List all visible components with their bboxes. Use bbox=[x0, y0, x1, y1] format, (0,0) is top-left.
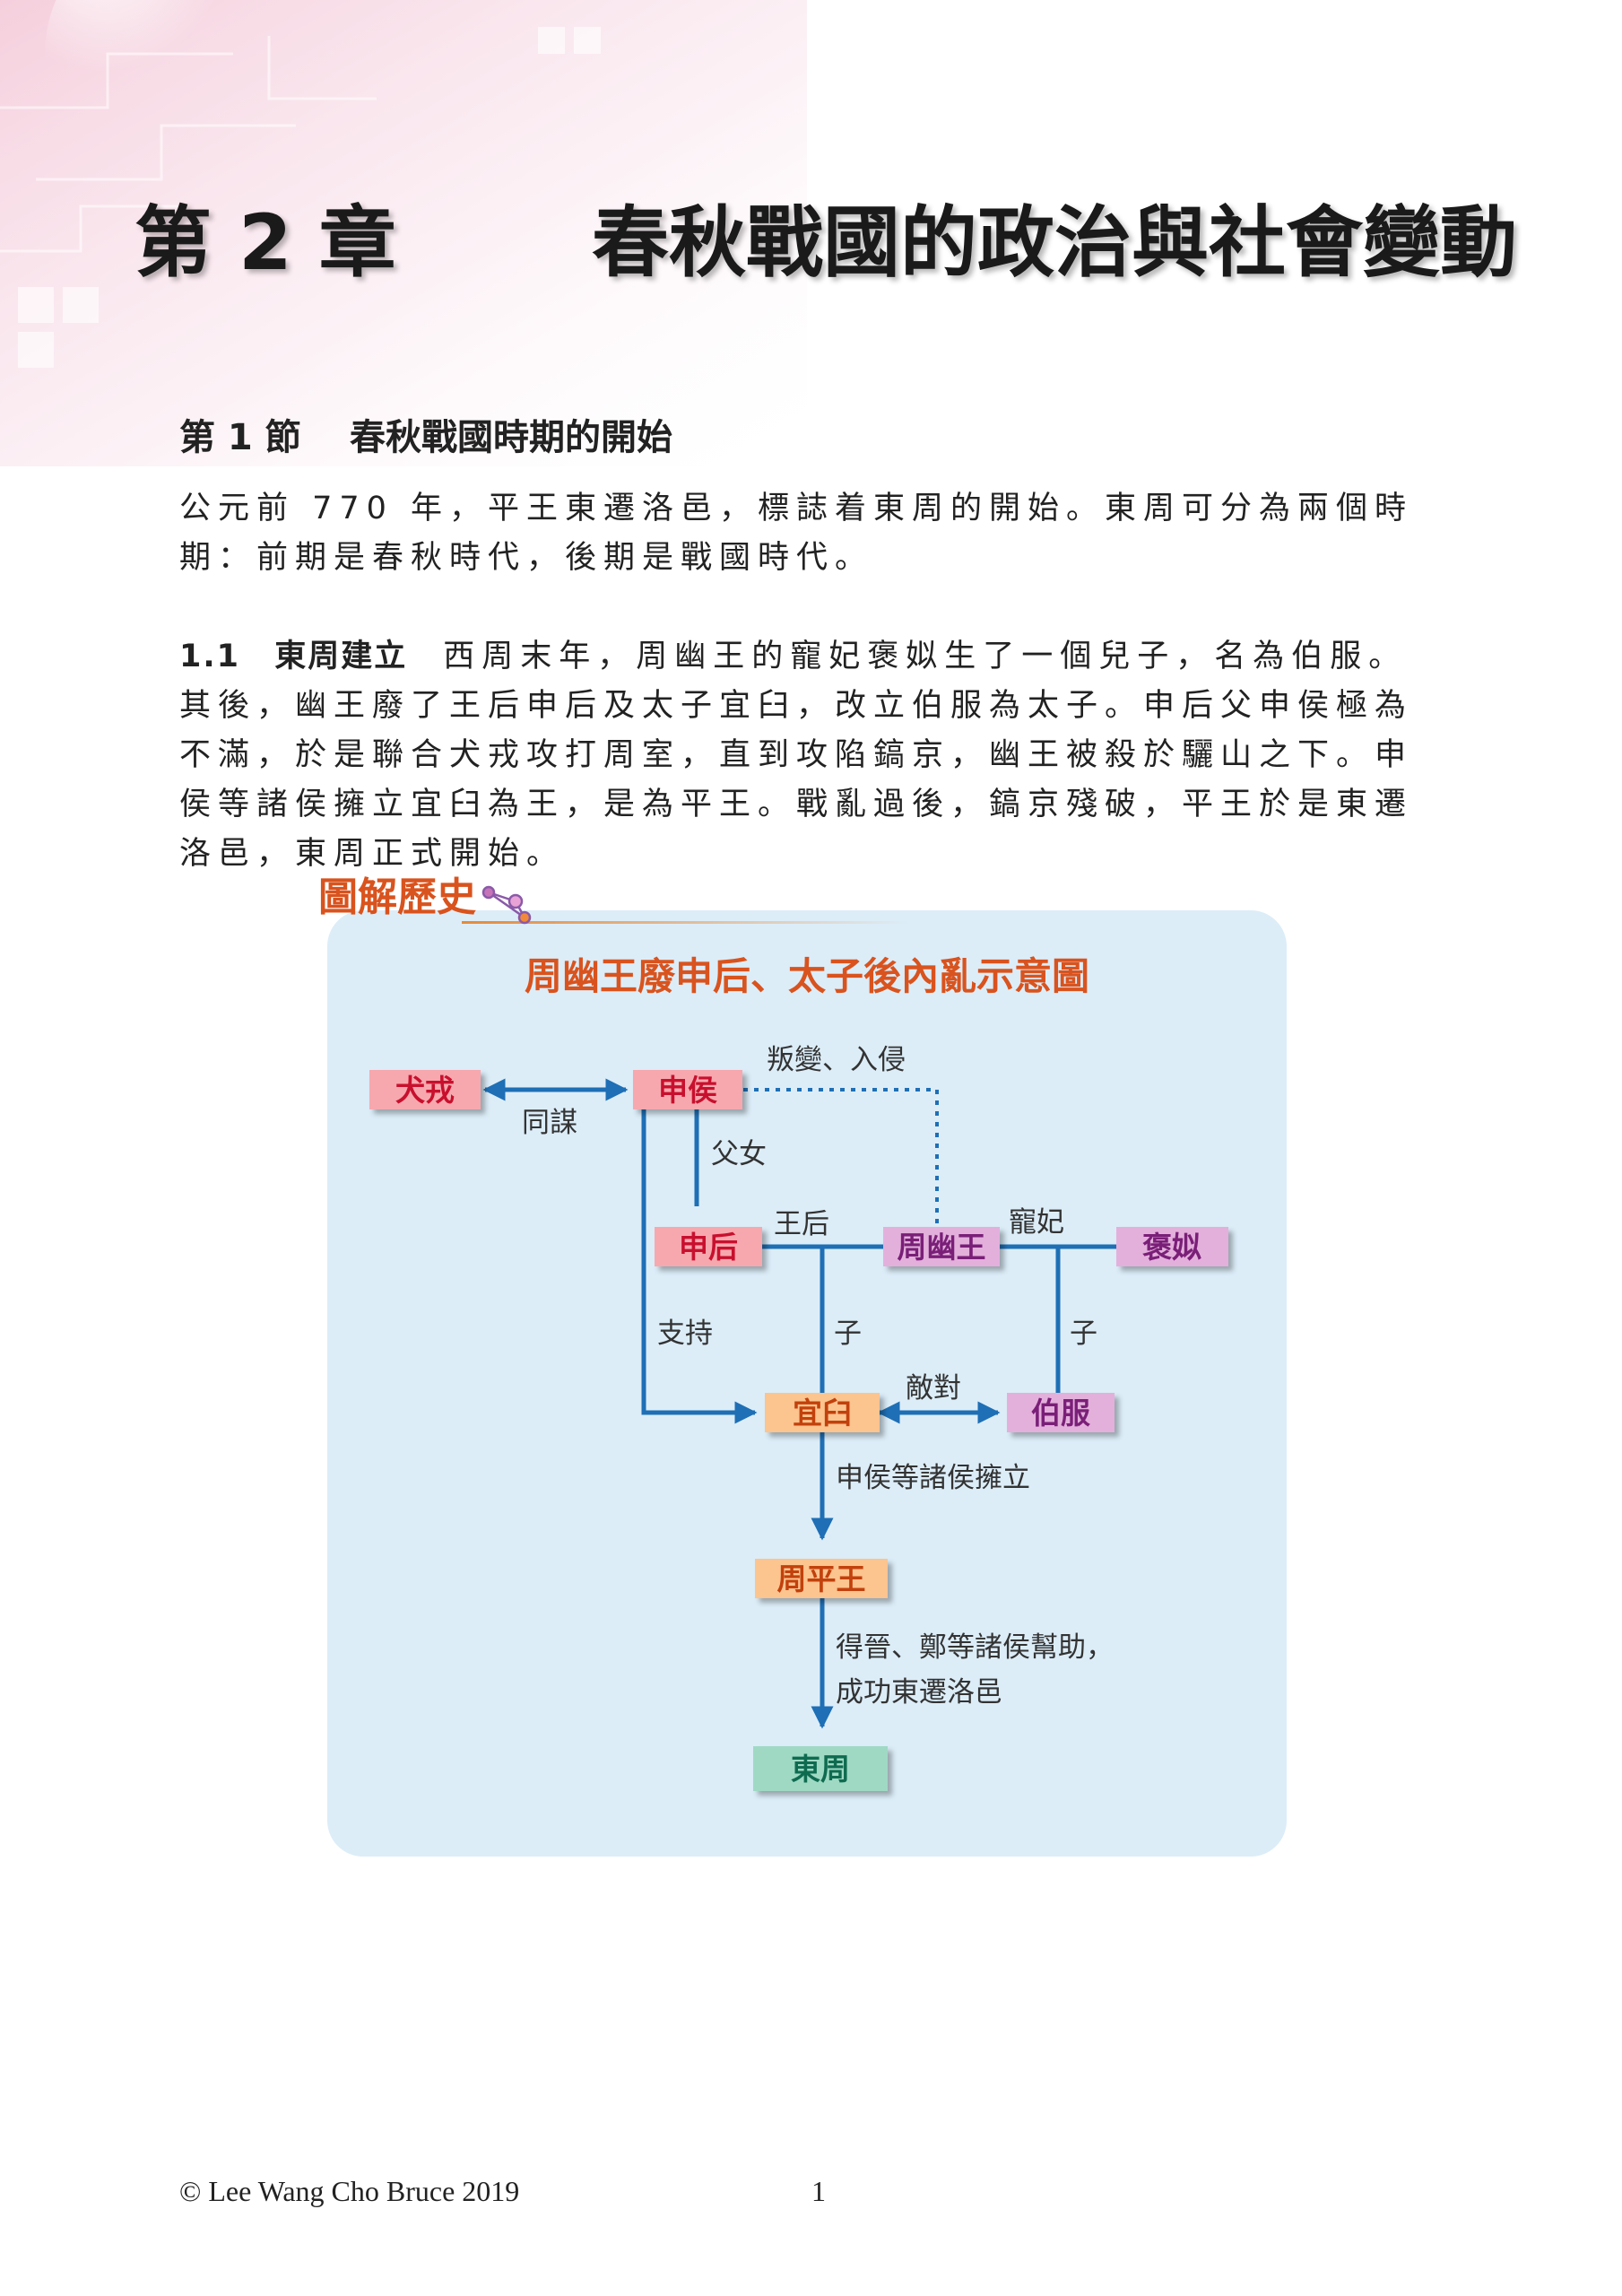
diagram-panel bbox=[327, 910, 1287, 1857]
section-number: 第 1 節 bbox=[179, 417, 301, 458]
label-enthrone: 申侯等諸侯擁立 bbox=[836, 1462, 1030, 1494]
node-dongzhou bbox=[753, 1746, 888, 1791]
support-arrow bbox=[641, 1109, 758, 1424]
node-quanrong-label: 犬戎 bbox=[395, 1073, 455, 1108]
intro-paragraph: 公元前 770 年，平王東遷洛邑，標誌着東周的開始。東周可分為兩個時期：前期是春… bbox=[179, 491, 1414, 576]
section-heading: 第 1 節 春秋戰國時期的開始 bbox=[179, 408, 672, 460]
chapter-number: 第 2 章 bbox=[134, 198, 396, 288]
node-bofu-label: 伯服 bbox=[1031, 1396, 1090, 1431]
subsection-title: 東周建立 bbox=[274, 639, 408, 674]
label-father-daughter: 父女 bbox=[711, 1138, 767, 1170]
node-youwang-label: 周幽王 bbox=[898, 1230, 986, 1265]
node-shenhou-queen bbox=[655, 1227, 762, 1266]
node-shenhou-marquis-label: 申侯 bbox=[658, 1073, 717, 1108]
section-title: 春秋戰國時期的開始 bbox=[350, 417, 672, 458]
node-bofu bbox=[1007, 1393, 1115, 1432]
subsection-text: 西周末年，周幽王的寵妃褒姒生了一個兒子，名為伯服。其後，幽王廢了王后申后及太子宜… bbox=[179, 639, 1414, 872]
label-support: 支持 bbox=[657, 1318, 713, 1350]
node-shenhou-queen-label: 申后 bbox=[679, 1230, 738, 1265]
node-shenhou-marquis bbox=[633, 1070, 742, 1109]
node-baosi-label: 褒姒 bbox=[1142, 1230, 1201, 1265]
node-baosi bbox=[1116, 1227, 1228, 1266]
label-rebellion: 叛變、入侵 bbox=[767, 1044, 906, 1076]
node-youwang bbox=[883, 1227, 1000, 1266]
diagram-badge: 圖解歷史 bbox=[318, 874, 910, 924]
node-quanrong bbox=[369, 1070, 481, 1109]
label-conspire: 同謀 bbox=[522, 1107, 577, 1139]
connectors bbox=[482, 1078, 1116, 1729]
diagram-title: 周幽王廢申后、太子後內亂示意圖 bbox=[525, 954, 1089, 998]
label-hostile: 敵對 bbox=[906, 1372, 961, 1405]
node-dongzhou-label: 東周 bbox=[791, 1752, 850, 1787]
node-pingwang bbox=[755, 1559, 888, 1598]
molecule-icon bbox=[481, 885, 532, 925]
label-concubine: 寵妃 bbox=[1009, 1206, 1064, 1239]
page-number: 1 bbox=[811, 2175, 826, 2207]
label-move-east-2: 成功東遷洛邑 bbox=[836, 1676, 1002, 1709]
chapter-title: 第 2 章 春秋戰國的政治與社會變動 bbox=[134, 179, 1517, 291]
header-decoration bbox=[0, 0, 807, 466]
chapter-name: 春秋戰國的政治與社會變動 bbox=[592, 198, 1517, 288]
footer-copyright: © Lee Wang Cho Bruce 2019 bbox=[179, 2175, 520, 2207]
label-move-east-1: 得晉、鄭等諸侯幫助， bbox=[836, 1631, 1114, 1664]
subsection-number: 1.1 bbox=[179, 639, 241, 674]
label-son-right: 子 bbox=[1070, 1318, 1097, 1350]
label-queen: 王后 bbox=[774, 1208, 829, 1240]
node-yijiu bbox=[765, 1393, 880, 1432]
label-son-left: 子 bbox=[834, 1318, 862, 1350]
node-yijiu-label: 宜臼 bbox=[793, 1396, 852, 1431]
subsection-paragraph: 1.1 東周建立西周末年，周幽王的寵妃褒姒生了一個兒子，名為伯服。其後，幽王廢了… bbox=[179, 632, 1435, 879]
history-diagram: 圖解歷史 周幽王廢申后、太子後內亂示意圖 犬戎 申侯 bbox=[318, 874, 1287, 1857]
badge-label: 圖解歷史 bbox=[318, 874, 476, 920]
rebellion-line bbox=[743, 1088, 939, 1229]
node-pingwang-label: 周平王 bbox=[777, 1561, 866, 1596]
